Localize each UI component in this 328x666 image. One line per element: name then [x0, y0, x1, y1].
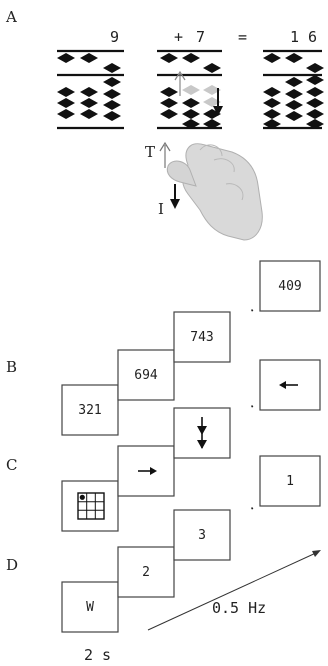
- panel-label-b: B: [6, 358, 17, 376]
- bead-up-arrow-icon: [174, 70, 186, 96]
- bead-down-arrow-icon: [213, 88, 223, 116]
- stimulus-box: [259, 260, 321, 312]
- abacus-operand-2: [157, 49, 223, 130]
- stimulus-value: 1: [286, 474, 294, 489]
- operator-plus: +: [174, 28, 183, 46]
- index-gesture: I: [158, 184, 180, 218]
- index-label: I: [158, 200, 164, 218]
- stimulus-box: [117, 349, 175, 401]
- duration-label: 2 s: [84, 646, 111, 664]
- left-arrow-icon: [279, 381, 298, 389]
- panel-label-d: D: [6, 556, 18, 574]
- abacus-1-beads: [57, 53, 121, 121]
- panel-c-sequence: . . .: [61, 359, 321, 532]
- stimulus-box: [173, 509, 231, 561]
- double-down-arrow-icon: [197, 417, 207, 449]
- abacus-result: [263, 49, 324, 130]
- stimulus-box: [259, 455, 321, 507]
- panel-d-sequence: W 2 3 . . . 1: [61, 455, 321, 633]
- right-arrow-icon: [138, 467, 157, 475]
- abacus-2-beads: [160, 53, 221, 129]
- stimulus-value: W: [86, 600, 94, 615]
- abacus-operand-1: [57, 49, 124, 130]
- stimulus-value: 694: [134, 368, 158, 383]
- result-value: 1 6: [290, 28, 317, 46]
- stimulus-box: [61, 384, 119, 436]
- panel-b-sequence: 321 694 743 . . . 409: [61, 260, 321, 436]
- stimulus-value: 2: [142, 565, 150, 580]
- stimulus-box: [117, 546, 175, 598]
- grid-icon: [77, 492, 105, 520]
- stimulus-box: [61, 581, 119, 633]
- abacus-expression: 9 + 7 = 1 6: [110, 28, 317, 46]
- stimulus-value: 321: [78, 403, 101, 418]
- rate-label: 0.5 Hz: [212, 599, 266, 617]
- operand-1: 9: [110, 28, 119, 46]
- panel-label-a: A: [5, 8, 17, 26]
- abacus-3-beads: [263, 53, 324, 129]
- thumb-up-arrow-icon: [159, 141, 171, 168]
- thumb-label: T: [145, 143, 155, 161]
- timeline-arrow: [147, 550, 321, 631]
- stimulus-value: 3: [198, 528, 206, 543]
- thumb-gesture: T: [145, 141, 171, 168]
- index-down-arrow-icon: [170, 184, 180, 209]
- panel-label-c: C: [6, 456, 17, 474]
- operand-2: 7: [196, 28, 205, 46]
- stimulus-box: [173, 311, 231, 363]
- hand-illustration: [166, 143, 263, 241]
- stimulus-value: 743: [190, 330, 213, 345]
- stimulus-value: 409: [278, 279, 301, 294]
- equals-sign: =: [238, 28, 247, 46]
